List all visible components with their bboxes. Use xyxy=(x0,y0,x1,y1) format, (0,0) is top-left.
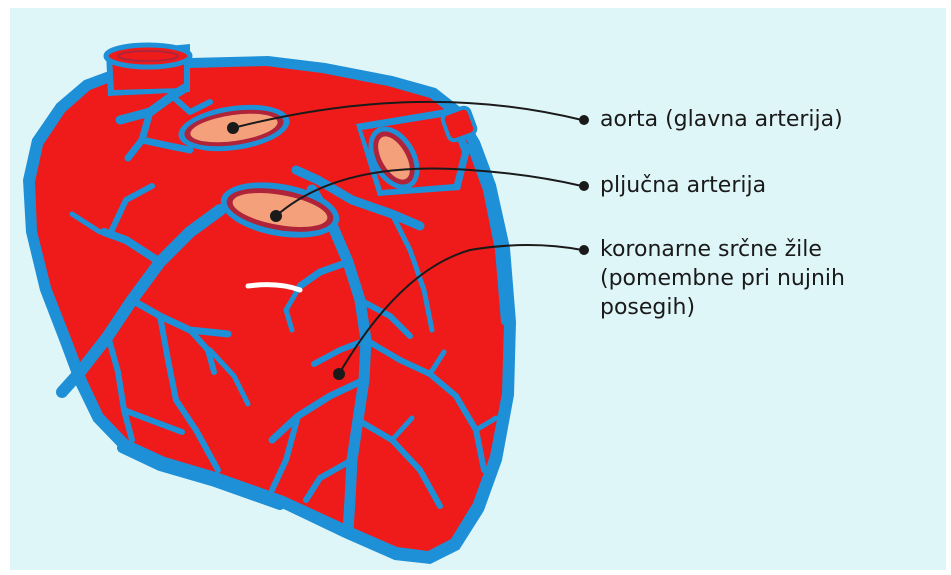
pulmonary-label-dot xyxy=(579,181,589,191)
label-coronary-line1: koronarne srčne žile xyxy=(600,237,822,263)
label-aorta: aorta (glavna arterija) xyxy=(600,107,843,133)
label-coronary-line2: (pomembne pri nujnih xyxy=(600,266,845,292)
label-pulmonary-artery: pljučna arterija xyxy=(600,173,766,199)
coronary-dot xyxy=(333,368,345,380)
aorta-dot xyxy=(227,122,239,134)
pulmonary-dot xyxy=(270,210,282,222)
label-coronary-line3: posegih) xyxy=(600,295,695,321)
coronary-label-dot xyxy=(579,245,589,255)
aorta-label-dot xyxy=(579,115,589,125)
